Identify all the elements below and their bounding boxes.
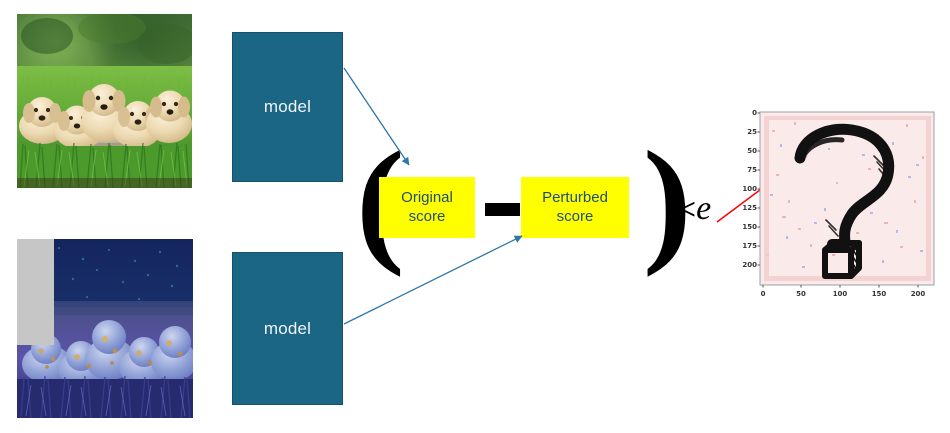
xtick-50: 50 xyxy=(796,290,806,298)
perturbed-score-line2: score xyxy=(556,207,594,225)
ytick-200: 200 xyxy=(742,261,757,269)
model-box-top[interactable]: model xyxy=(232,32,343,182)
original-score-box[interactable]: Original score xyxy=(379,177,475,238)
ytick-0: 0 xyxy=(752,109,757,117)
ytick-25: 25 xyxy=(747,128,757,136)
ytick-75: 75 xyxy=(747,166,757,174)
gray-occlusion-patch xyxy=(17,239,54,345)
perturbation-heatmap-plot: 0 25 50 75 100 125 150 175 200 xyxy=(736,104,942,300)
xtick-150: 150 xyxy=(872,290,887,298)
model-box-bottom-label: model xyxy=(263,318,312,338)
less-than-symbol: < xyxy=(679,193,697,226)
epsilon-symbol: e xyxy=(696,190,712,227)
model-box-bottom[interactable]: model xyxy=(232,252,343,405)
ytick-175: 175 xyxy=(742,242,757,250)
xtick-200: 200 xyxy=(911,290,926,298)
ytick-50: 50 xyxy=(747,147,757,155)
model-box-top-label: model xyxy=(263,97,312,116)
ytick-150: 150 xyxy=(742,223,757,231)
original-score-line2: score xyxy=(408,207,446,225)
perturbed-score-line1: Perturbed xyxy=(542,189,608,207)
original-image xyxy=(17,14,192,188)
epsilon-threshold-expression: <e xyxy=(679,190,711,228)
minus-sign-icon xyxy=(485,203,520,216)
original-score-line1: Original xyxy=(401,189,453,207)
ytick-125: 125 xyxy=(742,204,757,212)
xtick-0: 0 xyxy=(761,290,766,298)
ytick-100: 100 xyxy=(742,185,757,193)
xtick-100: 100 xyxy=(833,290,848,298)
perturbed-score-box[interactable]: Perturbed score xyxy=(521,177,629,238)
perturbed-image xyxy=(17,239,193,418)
right-parenthesis: ) xyxy=(642,123,692,278)
